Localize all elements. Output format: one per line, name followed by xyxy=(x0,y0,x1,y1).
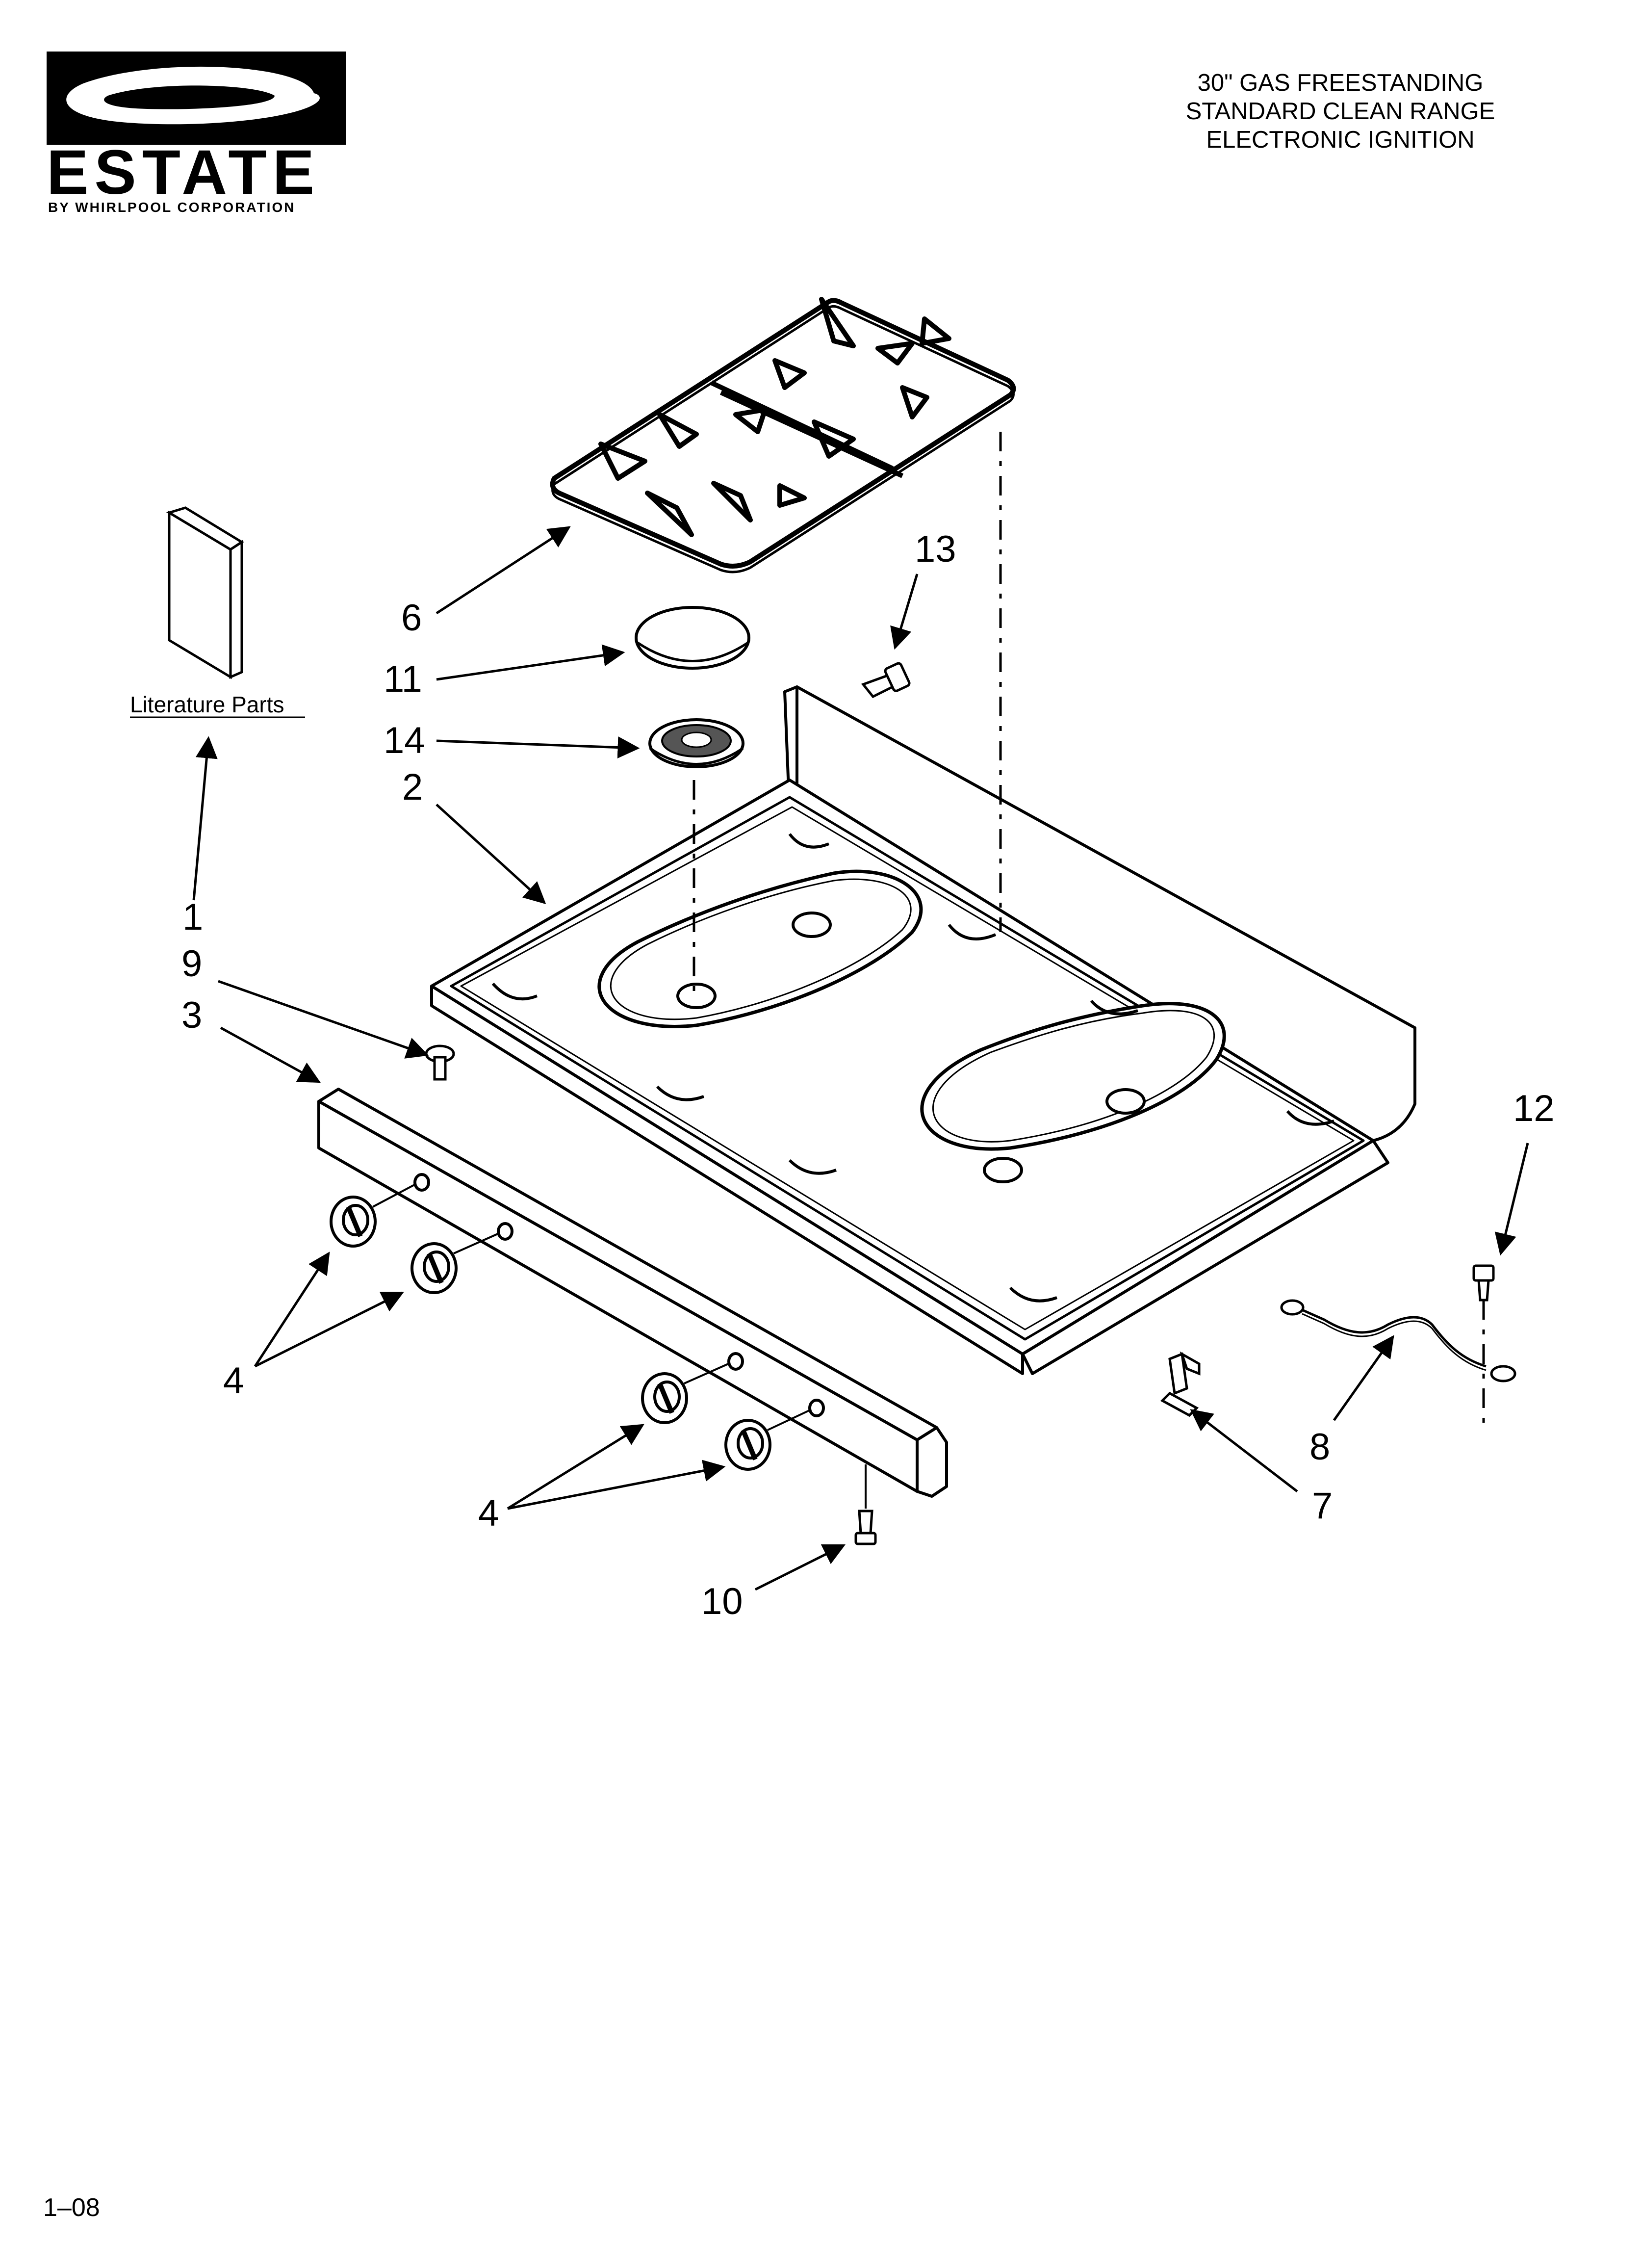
title-line-2: STANDARD CLEAN RANGE xyxy=(1185,98,1495,125)
callout-6: 6 xyxy=(401,597,422,639)
callout-7: 7 xyxy=(1312,1485,1333,1527)
logo-tagline: BY WHIRLPOOL CORPORATION xyxy=(48,200,295,215)
callout-14: 14 xyxy=(384,720,425,761)
burner-cap xyxy=(635,606,750,670)
literature-booklet xyxy=(166,506,244,679)
literature-parts-label: Literature Parts xyxy=(130,692,284,717)
panel-stud xyxy=(425,1044,455,1081)
callout-11: 11 xyxy=(384,658,422,700)
ground-screw xyxy=(1472,1264,1495,1302)
callout-12: 12 xyxy=(1513,1088,1555,1129)
estate-logo: ESTATE BY WHIRLPOOL CORPORATION xyxy=(47,52,346,215)
burner-grate xyxy=(550,297,1016,574)
cooktop xyxy=(430,685,1416,1375)
burner-base xyxy=(648,718,744,768)
callout-9: 9 xyxy=(181,943,202,985)
callout-4b: 4 xyxy=(478,1492,499,1534)
manifold-panel xyxy=(317,1088,948,1498)
callout-3: 3 xyxy=(181,994,202,1036)
callout-13: 13 xyxy=(915,528,956,570)
callout-4a: 4 xyxy=(223,1360,244,1402)
ground-wire xyxy=(1280,1299,1516,1382)
callout-8: 8 xyxy=(1309,1426,1330,1468)
callout-10: 10 xyxy=(701,1581,743,1622)
callout-1: 1 xyxy=(182,896,203,938)
control-knobs xyxy=(330,1184,810,1471)
model-title: 30" GAS FREESTANDING STANDARD CLEAN RANG… xyxy=(1120,69,1561,154)
title-line-1: 30" GAS FREESTANDING xyxy=(1197,70,1484,96)
panel-screw xyxy=(854,1464,877,1545)
cooktop-screw xyxy=(861,662,911,699)
page-code: 1–08 xyxy=(43,2193,100,2222)
logo-wordmark: ESTATE xyxy=(47,137,320,208)
mounting-bracket xyxy=(1160,1351,1201,1417)
title-line-3: ELECTRONIC IGNITION xyxy=(1206,127,1475,153)
callout-2: 2 xyxy=(402,766,423,808)
